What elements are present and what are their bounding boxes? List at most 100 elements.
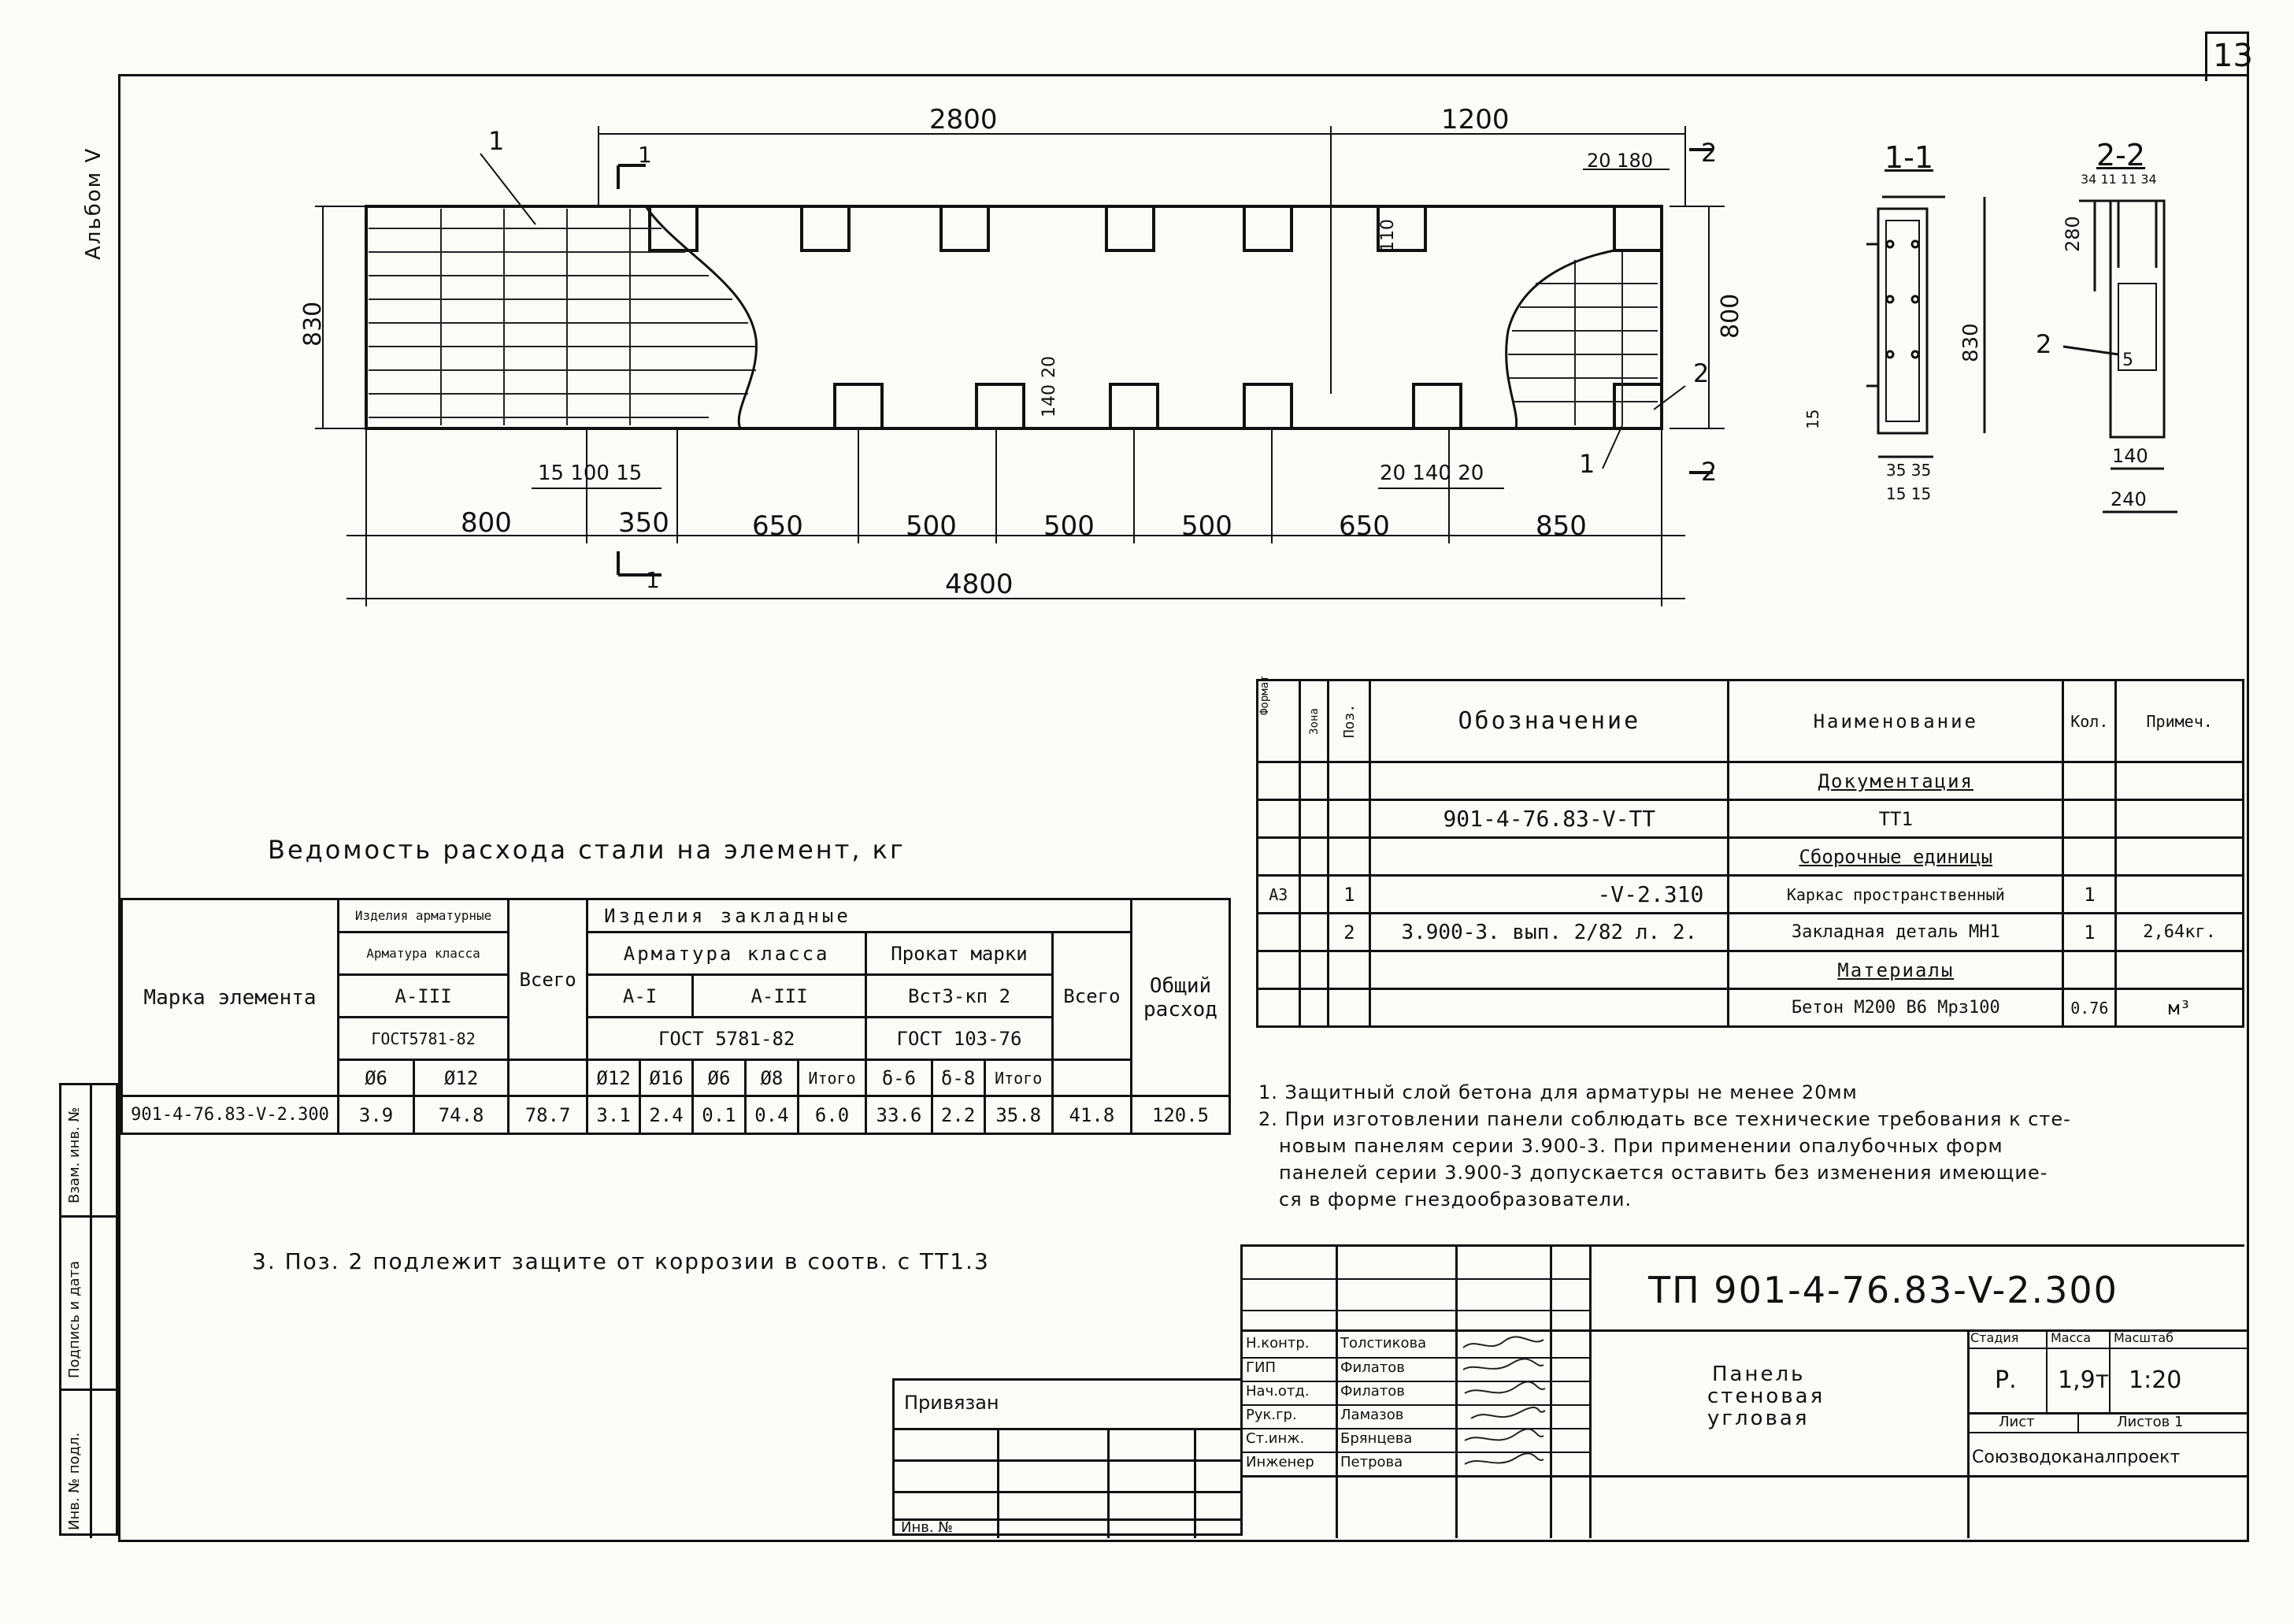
bottom-recesses	[833, 383, 1663, 430]
steel-sub-9: Итого	[983, 1059, 1054, 1097]
spec-r2-c6	[2114, 836, 2244, 877]
steel-col-a3: А-III	[336, 973, 510, 1018]
spec-r3-c5: 1	[2062, 874, 2118, 914]
callout-1-top: 1	[488, 126, 505, 156]
reinforcement-left	[369, 209, 756, 425]
section-2-2	[2062, 199, 2177, 514]
panel-name-line1: Панель	[1712, 1363, 1806, 1386]
steel-sub-3: Ø16	[639, 1059, 695, 1097]
spec-r2-c2	[1327, 836, 1372, 877]
callout-2-right: 2	[1693, 358, 1710, 388]
spec-r0-c4: Документация	[1727, 761, 2065, 801]
spec-r6-c1	[1298, 988, 1330, 1028]
steel-sub-0: Ø6	[336, 1059, 416, 1097]
section-mark-2-top: 2	[1701, 138, 1718, 168]
steel-data-row: 901-4-76.83-V-2.300 3.9 74.8 78.7 3.1 2.…	[120, 1095, 1231, 1135]
signatures	[1462, 1336, 1546, 1465]
note-2-line2: новым панелям серии 3.900-3. При примене…	[1279, 1135, 2003, 1157]
steel-col-arm-klass: Арматура класса	[336, 931, 510, 976]
spec-r3-c2: 1	[1327, 874, 1372, 914]
dim-total: 4800	[945, 569, 1014, 600]
spec-r4-c0	[1256, 912, 1301, 952]
steel-col-izdelia-zakl: Изделия закладные	[586, 898, 1132, 933]
notes: 1. Защитный слой бетона для арматуры не …	[1258, 1079, 2243, 1213]
spec-r4-c2: 2	[1327, 912, 1372, 952]
spec-r2-c5	[2062, 836, 2118, 877]
spec-r6-c2	[1327, 988, 1372, 1028]
panel-name-line2: стеновая	[1707, 1385, 1825, 1408]
spec-r6-c5: 0.76	[2062, 988, 2118, 1028]
spec-h-oboznach: Обозначение	[1369, 679, 1730, 763]
spec-r5-c3	[1369, 950, 1730, 990]
seg-850: 850	[1536, 510, 1587, 542]
side-stamp-inv: Инв. № подл.	[66, 1432, 83, 1530]
dim-height: 830	[299, 301, 327, 347]
steel-col-vsego: Всего	[507, 898, 589, 1061]
spec-r6-c4: Бетон М200 В6 Мрз100	[1727, 988, 2065, 1028]
steel-col-total: Общий расход	[1130, 898, 1231, 1097]
steel-col-marka: Марка элемента	[120, 898, 339, 1097]
spec-r5-c2	[1327, 950, 1372, 990]
side-stamp-podpis: Подпись и дата	[66, 1260, 83, 1378]
spec-table: Формат Зона Поз. Обозначение Наименовани…	[1256, 675, 2244, 1028]
steel-cell-4: 3.1	[586, 1095, 642, 1135]
mass-value: 1,9т	[2058, 1366, 2110, 1394]
steel-sub-8: δ-8	[930, 1059, 986, 1097]
steel-sub-4: Ø6	[691, 1059, 747, 1097]
name-1: Филатов	[1340, 1359, 1405, 1376]
privyazan-inv: Инв. №	[901, 1519, 954, 1536]
seg-500a: 500	[906, 510, 957, 542]
spec-r0-c5	[2062, 761, 2118, 801]
break-line-right	[1505, 249, 1615, 429]
steel-cell-6: 0.1	[691, 1095, 747, 1135]
sec1-dim-15: 15	[1803, 409, 1822, 429]
spec-r1-c4: ТТ1	[1727, 799, 2065, 839]
dim-right-top: 20 180	[1587, 150, 1653, 172]
section-1-1-label: 1-1	[1884, 140, 1934, 175]
spec-r1-c0	[1256, 799, 1301, 839]
spec-r0-c3	[1369, 761, 1730, 801]
break-line-left	[644, 206, 758, 429]
spec-r2-c4: Сборочные единицы	[1727, 836, 2065, 877]
sec2-dim-240: 240	[2111, 488, 2147, 510]
callout-1-bottom: 1	[1579, 449, 1595, 479]
title-code: ТП 901-4-76.83-V-2.300	[1648, 1269, 2118, 1311]
spec-r0-c6	[2114, 761, 2244, 801]
top-recesses	[648, 205, 1663, 252]
steel-col-vsego2: Всего	[1051, 931, 1133, 1061]
steel-col-gost2: ГОСТ 5781-82	[586, 1016, 868, 1061]
spec-r0-c0	[1256, 761, 1301, 801]
sec2-dim-280: 280	[2062, 216, 2084, 252]
spec-r4-c4: Закладная деталь МН1	[1727, 912, 2065, 952]
sheet-frame	[118, 74, 2249, 1542]
spec-r2-c1	[1298, 836, 1330, 877]
privyazan-label: Привязан	[904, 1392, 999, 1414]
reinforcement-right	[1508, 252, 1658, 425]
section-1-1	[1866, 195, 1986, 458]
steel-sub-6: Итого	[796, 1059, 868, 1097]
seg-800: 800	[461, 507, 512, 539]
spec-r3-c0: А3	[1256, 874, 1301, 914]
sheets-label: Листов 1	[2117, 1414, 2184, 1430]
role-1: ГИП	[1246, 1359, 1276, 1376]
steel-sub-1: Ø12	[413, 1059, 510, 1097]
spec-h-format: Формат	[1256, 675, 1301, 763]
section-mark-2-bottom: 2	[1701, 457, 1718, 487]
spec-r5-c0	[1256, 950, 1301, 990]
steel-sub-5: Ø8	[743, 1059, 799, 1097]
section-mark-1-top: 1	[638, 142, 652, 168]
role-2: Нач.отд.	[1246, 1383, 1310, 1400]
spec-r6-c0	[1256, 988, 1301, 1028]
sec1-dim-bottom2: 15 15	[1886, 484, 1932, 503]
note-3: 3. Поз. 2 подлежит защите от коррозии в …	[252, 1248, 990, 1274]
mass-label: Масса	[2051, 1330, 2092, 1345]
spec-r1-c1	[1298, 799, 1330, 839]
steel-table-title: Ведомость расхода стали на элемент, кг	[268, 835, 906, 865]
spec-r5-c4: Материалы	[1727, 950, 2065, 990]
steel-sub-2: Ø12	[586, 1059, 642, 1097]
sheet-number-box	[2205, 32, 2249, 81]
spec-h-naimen: Наименование	[1727, 679, 2065, 763]
spec-r6-c6: м³	[2114, 988, 2244, 1028]
stage-value: Р.	[1995, 1366, 2017, 1394]
seg-500c: 500	[1181, 510, 1232, 542]
